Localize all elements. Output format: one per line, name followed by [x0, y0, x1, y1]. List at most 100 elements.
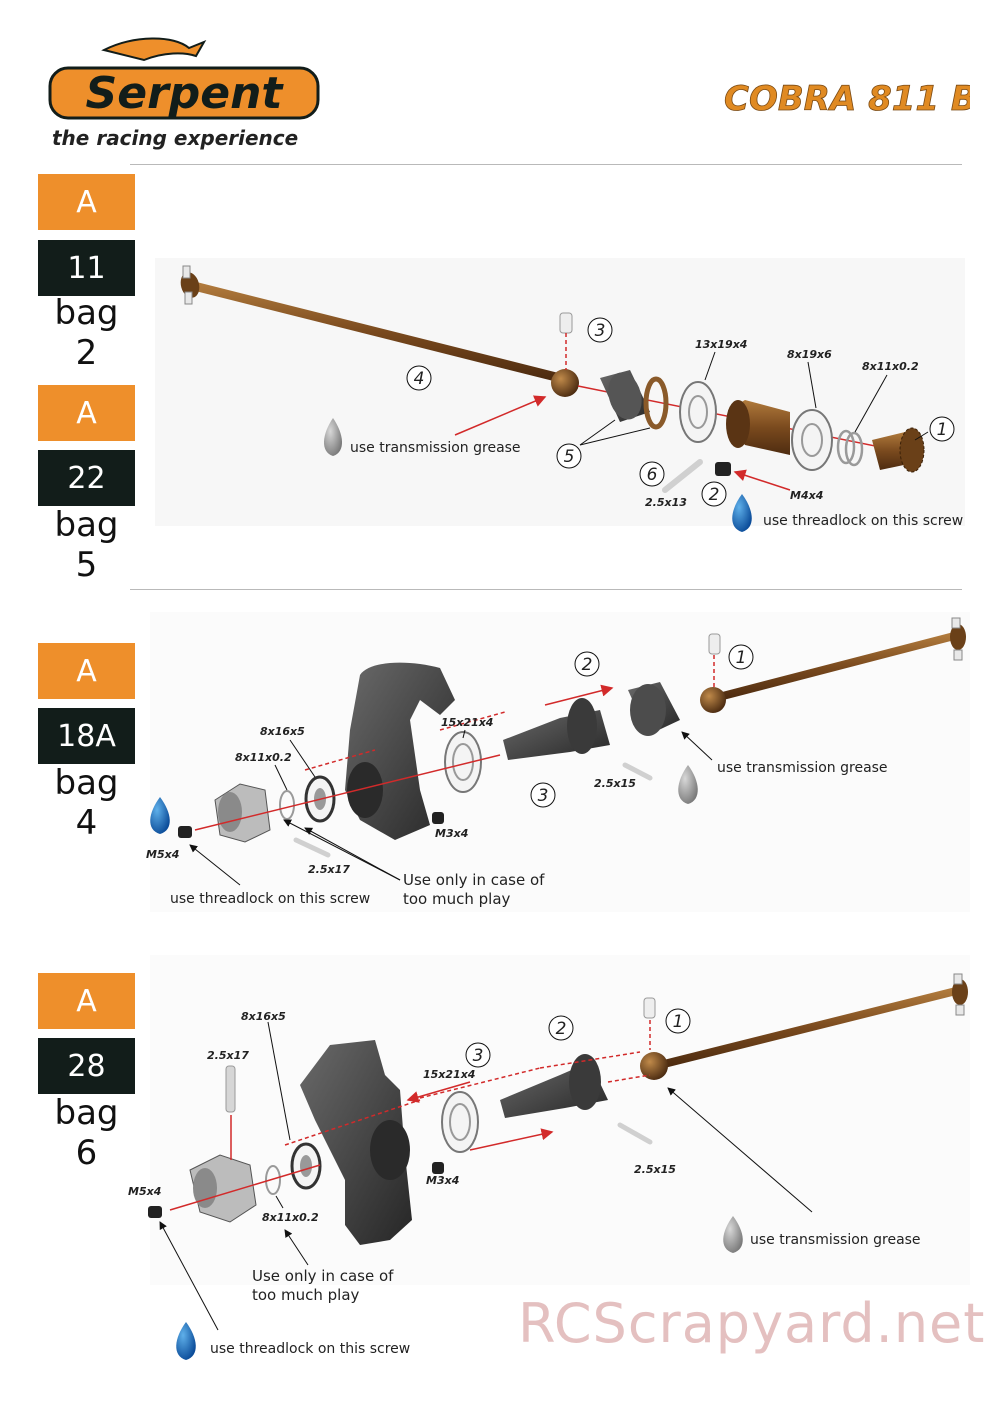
- steering-knuckle: [300, 1040, 412, 1245]
- size-label: 2.5x15: [594, 777, 636, 790]
- bearing-15x21x4: [444, 731, 482, 793]
- callout-3: 3: [538, 786, 549, 806]
- size-label: 15x21x4: [441, 716, 493, 729]
- diagram-1: 4 3 5 6 2 1 13x19x4 8x19x6 8x11x0.2 2.5x…: [155, 258, 965, 532]
- step-4-section: A: [38, 973, 135, 1029]
- callout-1: 1: [937, 420, 948, 440]
- callout-2: 2: [582, 655, 593, 675]
- pin-icon: [708, 633, 721, 655]
- step-2-number: 22: [38, 450, 135, 506]
- step-2-bag-word: bag: [54, 505, 119, 545]
- callout-2: 2: [556, 1019, 567, 1039]
- play-note-line-1: Use only in case of: [252, 1267, 394, 1285]
- grease-drop-icon: [323, 418, 343, 456]
- size-label: 8x11x0.2: [235, 751, 292, 764]
- threadlock-drop-icon: [176, 1322, 196, 1360]
- size-label: M5x4: [128, 1185, 161, 1198]
- callout-1: 1: [736, 648, 747, 668]
- screw-M5x4: [178, 826, 192, 838]
- threadlock-drop-icon: [732, 494, 752, 532]
- drive-shaft: [185, 280, 565, 383]
- size-label: 8x19x6: [787, 348, 832, 361]
- step-3-bag-number: 4: [75, 803, 98, 843]
- grease-note: use transmission grease: [717, 760, 888, 776]
- threadlock-note: use threadlock on this screw: [170, 891, 370, 907]
- threadlock-note: use threadlock on this screw: [210, 1341, 410, 1357]
- size-label: 8x11x0.2: [262, 1211, 319, 1224]
- size-label: M3x4: [426, 1174, 459, 1187]
- pin-2.5x17: [225, 1065, 236, 1113]
- play-note-line-1: Use only in case of: [403, 871, 545, 889]
- serpent-logo: Serpent the racing experience: [44, 30, 324, 155]
- ball-joint: [551, 369, 579, 397]
- pin-2.5x13: [662, 459, 703, 493]
- size-label: 15x21x4: [423, 1068, 475, 1081]
- bearing-15x21x4: [441, 1091, 479, 1153]
- drive-shaft: [656, 986, 964, 1069]
- step-1-bag-word: bag: [54, 293, 119, 333]
- grease-drop-icon: [678, 765, 698, 804]
- step-3-bag-word: bag: [54, 763, 119, 803]
- threadlock-note: use threadlock on this screw: [763, 513, 963, 529]
- size-label: 2.5x13: [645, 496, 687, 509]
- ball-joint: [640, 1052, 668, 1080]
- pin-2.5x15: [622, 762, 653, 781]
- screw-M3x4: [432, 812, 444, 824]
- grease-note: use transmission grease: [350, 440, 521, 456]
- header-divider: [130, 164, 962, 165]
- pin-icon: [643, 997, 656, 1019]
- size-label: 8x11x0.2: [862, 360, 919, 373]
- callout-3: 3: [595, 321, 606, 341]
- screw-M3x4: [432, 1162, 444, 1174]
- logo-wordmark: Serpent: [86, 68, 285, 119]
- step-4-bag-number: 6: [75, 1133, 98, 1173]
- play-note-line-2: too much play: [252, 1286, 360, 1304]
- play-note-line-2: too much play: [403, 890, 511, 908]
- diagram-3: 2 1 3 8x16x5 2.5x17 15x21x4 M3x4 M5x4 8x…: [128, 955, 970, 1360]
- callout-5: 5: [564, 447, 575, 467]
- step-3-number: 18A: [38, 708, 135, 764]
- callout-1: 1: [673, 1012, 684, 1032]
- size-label: 2.5x15: [634, 1163, 676, 1176]
- step-4-number: 28: [38, 1038, 135, 1094]
- step-1-bag-number: 2: [75, 333, 98, 373]
- pin-2.5x17: [293, 837, 331, 858]
- watermark: RCScrapyard.net: [518, 1292, 986, 1355]
- size-label: 8x16x5: [241, 1010, 286, 1023]
- step-2-bag-number: 5: [75, 545, 98, 585]
- step-1-number: 11: [38, 240, 135, 296]
- grease-drop-icon: [723, 1216, 743, 1253]
- callout-6: 6: [647, 465, 658, 485]
- size-label: M5x4: [146, 848, 179, 861]
- bearing-8x19x6: [791, 409, 833, 471]
- bearing-13x19x4: [679, 381, 717, 443]
- section-divider-1: [130, 589, 962, 590]
- size-label: M4x4: [790, 489, 823, 502]
- drive-shaft: [711, 631, 962, 702]
- size-label: 2.5x17: [308, 863, 350, 876]
- callout-3: 3: [473, 1046, 484, 1066]
- pin-icon: [559, 312, 573, 334]
- threadlock-drop-icon: [150, 797, 170, 834]
- step-3-section: A: [38, 643, 135, 699]
- model-logo-text: COBRA 811 B TE: [724, 79, 970, 119]
- step-1-section: A: [38, 174, 135, 230]
- size-label: M3x4: [435, 827, 468, 840]
- ball-joint: [700, 687, 726, 713]
- step-4-bag-word: bag: [54, 1093, 119, 1133]
- shim: [265, 1165, 281, 1195]
- screw-M4x4: [715, 462, 731, 476]
- model-logo: COBRA 811 B TE: [720, 38, 1000, 133]
- callout-2: 2: [709, 485, 720, 505]
- pin-2.5x15: [617, 1122, 653, 1145]
- callout-4: 4: [414, 369, 425, 389]
- logo-tagline: the racing experience: [52, 126, 298, 150]
- size-label: 2.5x17: [207, 1049, 249, 1062]
- screw-M5x4: [148, 1206, 162, 1218]
- size-label: 8x16x5: [260, 725, 305, 738]
- step-2-section: A: [38, 385, 135, 441]
- shim: [836, 429, 856, 465]
- o-ring: [643, 376, 669, 430]
- grease-note: use transmission grease: [750, 1232, 921, 1248]
